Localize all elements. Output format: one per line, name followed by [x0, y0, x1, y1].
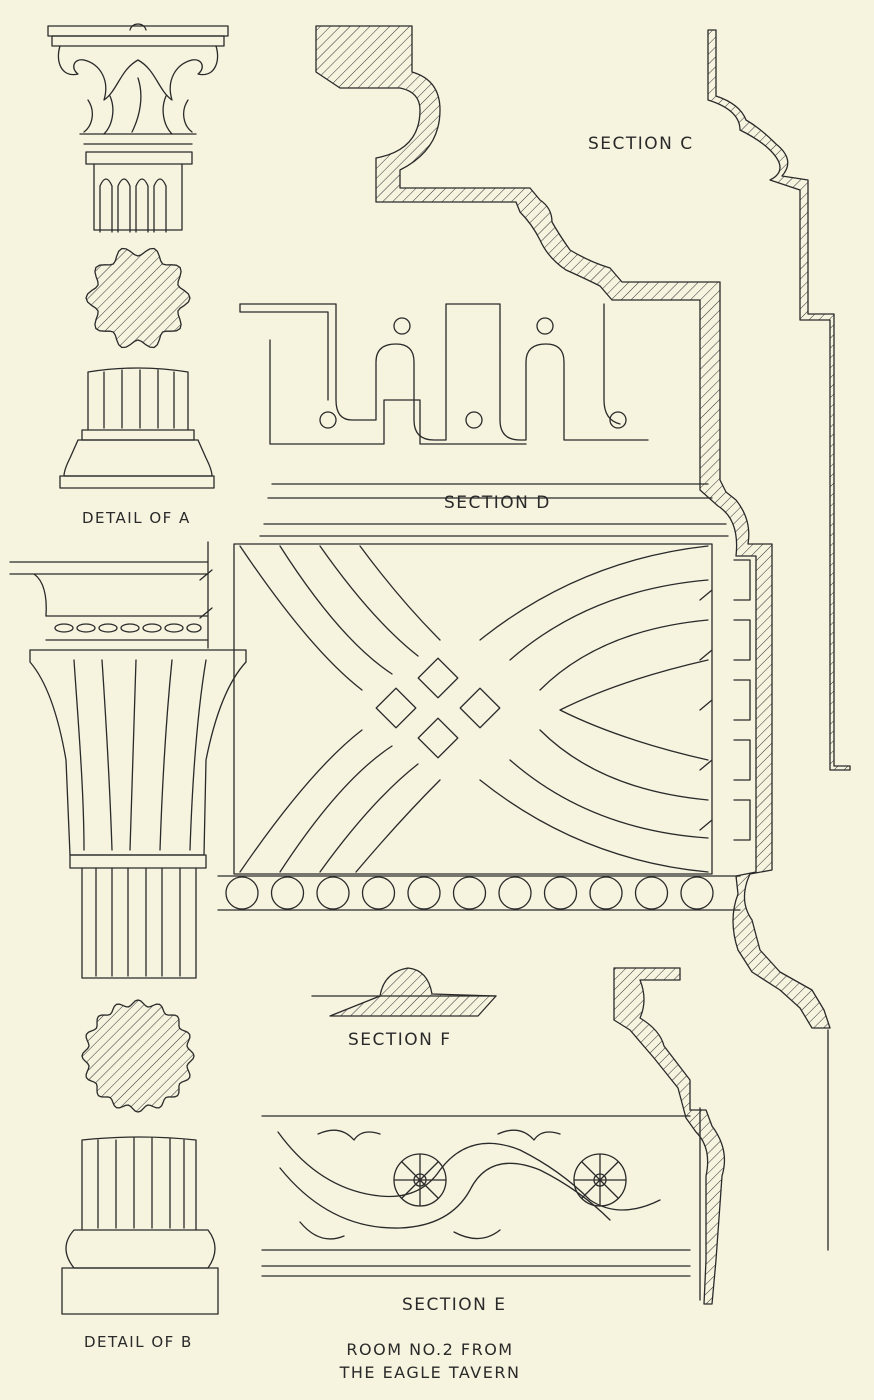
- caption-line-2: THE EAGLE TAVERN: [339, 1363, 521, 1382]
- bead: [634, 876, 669, 910]
- bead: [270, 876, 305, 910]
- detail-a-flute-section: [85, 247, 191, 349]
- bead: [452, 876, 487, 910]
- bead: [498, 876, 532, 910]
- bead: [680, 876, 714, 910]
- section-c-profile: [315, 25, 851, 1029]
- detail-b-capital: [9, 541, 247, 979]
- section-d-fret: [239, 303, 729, 537]
- detail-b-flute-section: [81, 999, 195, 1113]
- detail-a-base: [59, 367, 215, 489]
- label-detail-b: DETAIL OF B: [84, 1333, 193, 1351]
- bead: [361, 876, 396, 910]
- bead-molding: [217, 875, 741, 911]
- label-detail-a: DETAIL OF A: [82, 509, 191, 527]
- lattice-panel: [233, 543, 751, 875]
- label-section-f: SECTION F: [348, 1030, 452, 1050]
- bead: [543, 876, 578, 910]
- label-section-d: SECTION D: [444, 493, 551, 513]
- section-e-profile: [613, 967, 726, 1305]
- bead: [407, 876, 441, 910]
- detail-b-base: [61, 1136, 219, 1315]
- plate-caption: ROOM NO.2 FROM THE EAGLE TAVERN: [300, 1338, 560, 1384]
- section-f-profile: [311, 967, 497, 1017]
- bead: [225, 876, 259, 910]
- bead: [589, 876, 623, 910]
- bead: [316, 876, 350, 910]
- detail-a-capital: [47, 23, 229, 233]
- label-section-e: SECTION E: [402, 1295, 507, 1315]
- detail-b-egg-dart: [54, 623, 202, 633]
- section-e-frieze: [261, 1115, 691, 1277]
- label-section-c: SECTION C: [588, 134, 694, 154]
- caption-line-1: ROOM NO.2 FROM: [346, 1340, 514, 1359]
